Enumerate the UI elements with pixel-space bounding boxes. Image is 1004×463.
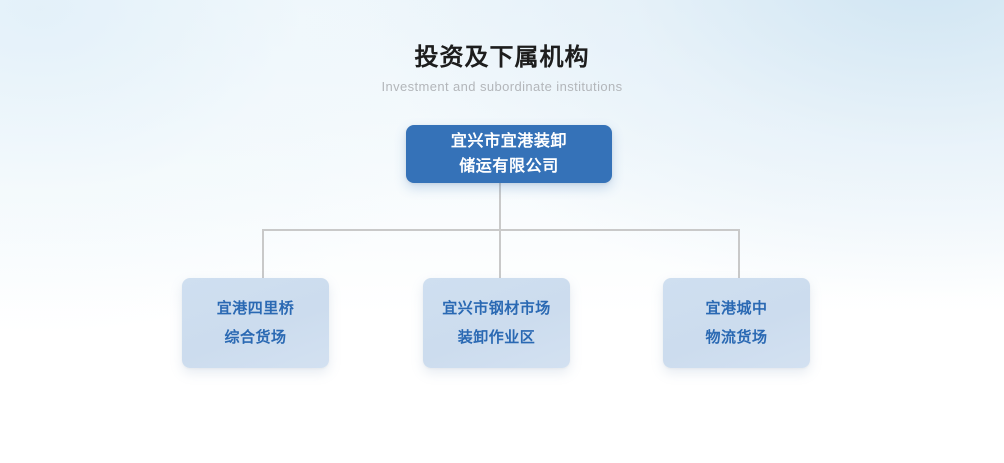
org-node-child-1-line-1: 宜港四里桥 <box>216 300 295 317</box>
connector-drop-child-2 <box>499 229 501 279</box>
org-node-child-3-line-2: 物流货场 <box>705 329 768 346</box>
org-node-root[interactable]: 宜兴市宜港装卸 储运有限公司 <box>406 125 612 183</box>
connector-drop-child-1 <box>262 229 264 279</box>
page-title: 投资及下属机构 <box>414 44 590 71</box>
org-node-child-3[interactable]: 宜港城中 物流货场 <box>663 278 810 368</box>
org-node-child-1[interactable]: 宜港四里桥 综合货场 <box>182 278 329 368</box>
org-node-child-3-line-1: 宜港城中 <box>705 300 768 317</box>
connector-drop-child-3 <box>738 229 740 279</box>
connector-horizontal-bus <box>262 229 740 231</box>
page-subtitle: Investment and subordinate institutions <box>381 79 623 94</box>
connector-root-stem <box>499 182 501 231</box>
org-node-child-2[interactable]: 宜兴市钢材市场 装卸作业区 <box>423 278 570 368</box>
org-node-child-1-line-2: 综合货场 <box>224 329 287 346</box>
org-node-child-2-line-2: 装卸作业区 <box>457 329 536 346</box>
org-node-root-line-2: 储运有限公司 <box>459 158 559 175</box>
chart-header: 投资及下属机构 Investment and subordinate insti… <box>0 42 1004 96</box>
org-node-root-line-1: 宜兴市宜港装卸 <box>450 133 568 150</box>
org-node-child-2-line-1: 宜兴市钢材市场 <box>442 300 551 317</box>
